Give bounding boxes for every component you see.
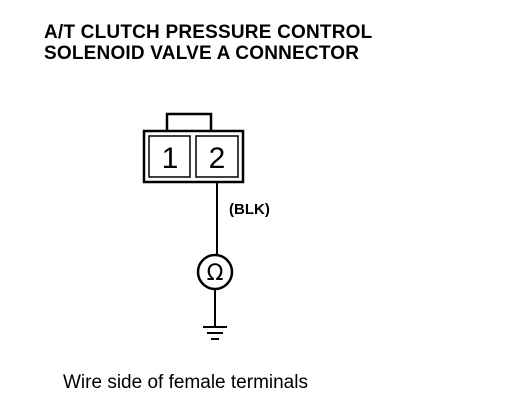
connector-cavity-2 bbox=[195, 135, 239, 178]
title-line-2: SOLENOID VALVE A CONNECTOR bbox=[44, 43, 360, 64]
wire-color-label: (BLK) bbox=[229, 201, 270, 218]
terminal-view-caption: Wire side of female terminals bbox=[63, 372, 308, 393]
title-line-1: A/T CLUTCH PRESSURE CONTROL bbox=[44, 22, 373, 43]
ohmmeter-icon: Ω bbox=[196, 253, 234, 291]
ground-icon bbox=[203, 326, 227, 340]
ohm-symbol: Ω bbox=[207, 261, 224, 286]
connector bbox=[142, 112, 245, 184]
connector-pin-1: 1 bbox=[162, 142, 179, 175]
diagram-title: A/T CLUTCH PRESSURE CONTROL SOLENOID VAL… bbox=[44, 22, 372, 64]
connector-lock-tab bbox=[165, 112, 213, 134]
connector-body bbox=[142, 129, 245, 184]
connector-pin-2: 2 bbox=[209, 142, 226, 175]
connector-cavity-1 bbox=[148, 135, 191, 178]
